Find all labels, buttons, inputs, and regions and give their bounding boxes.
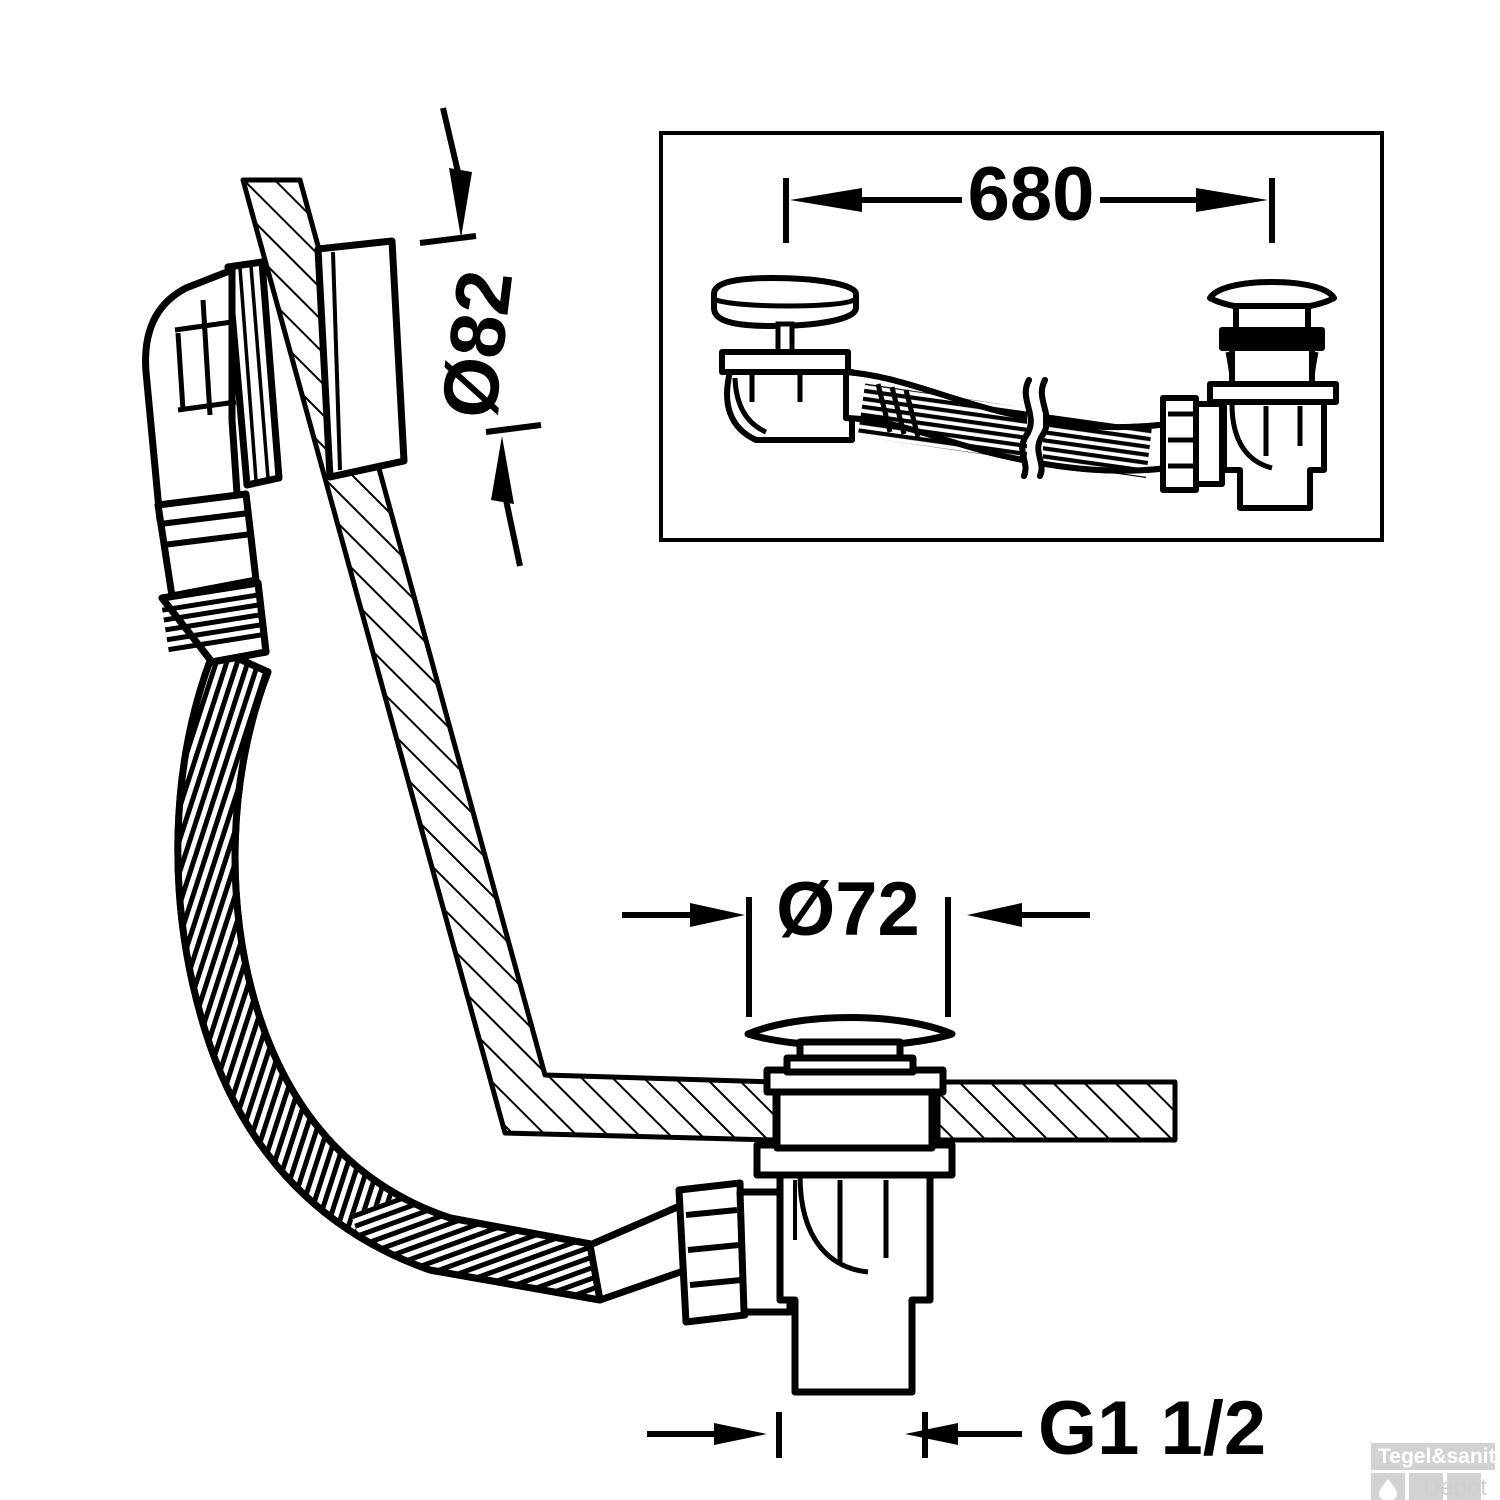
brand-name-primary: Tegel&sanitair — [1378, 1445, 1500, 1468]
overflow-body — [142, 266, 242, 524]
overflow-assembly-main — [142, 237, 408, 600]
brand-name-secondary: Depot — [1423, 1474, 1487, 1500]
dimension-overflow-diameter: Ø82 — [419, 107, 542, 567]
dimension-label-72: Ø72 — [776, 867, 920, 952]
inset-overflow-assembly — [711, 275, 859, 443]
brand-bar — [1371, 1443, 1495, 1470]
inset-assembly-overview: 680 — [659, 131, 1384, 542]
overflow-hose-coupling — [154, 490, 260, 600]
dimension-label-82: Ø82 — [424, 266, 529, 423]
inset-union-nut — [1160, 395, 1225, 493]
water-droplet-icon — [1379, 1479, 1397, 1500]
brand-watermark: Tegel&sanitair Depot — [1371, 1443, 1500, 1500]
dimension-label-680: 680 — [968, 152, 1095, 237]
dimension-thread-size: G1 1/2 — [647, 1386, 1266, 1471]
dimension-waste-cap-diameter: Ø72 — [622, 867, 1090, 1017]
inset-waste-assembly — [1207, 279, 1339, 511]
dimension-label-thread: G1 1/2 — [1038, 1386, 1266, 1471]
overflow-flange — [224, 258, 283, 489]
brand-tile-2 — [1409, 1473, 1443, 1500]
brand-tile-3 — [1447, 1473, 1481, 1500]
dimension-hose-length: 680 — [783, 152, 1275, 243]
waste-plug-main — [744, 1014, 956, 1076]
union-nut-main — [675, 1179, 794, 1326]
overflow-cover-cap — [314, 237, 408, 481]
